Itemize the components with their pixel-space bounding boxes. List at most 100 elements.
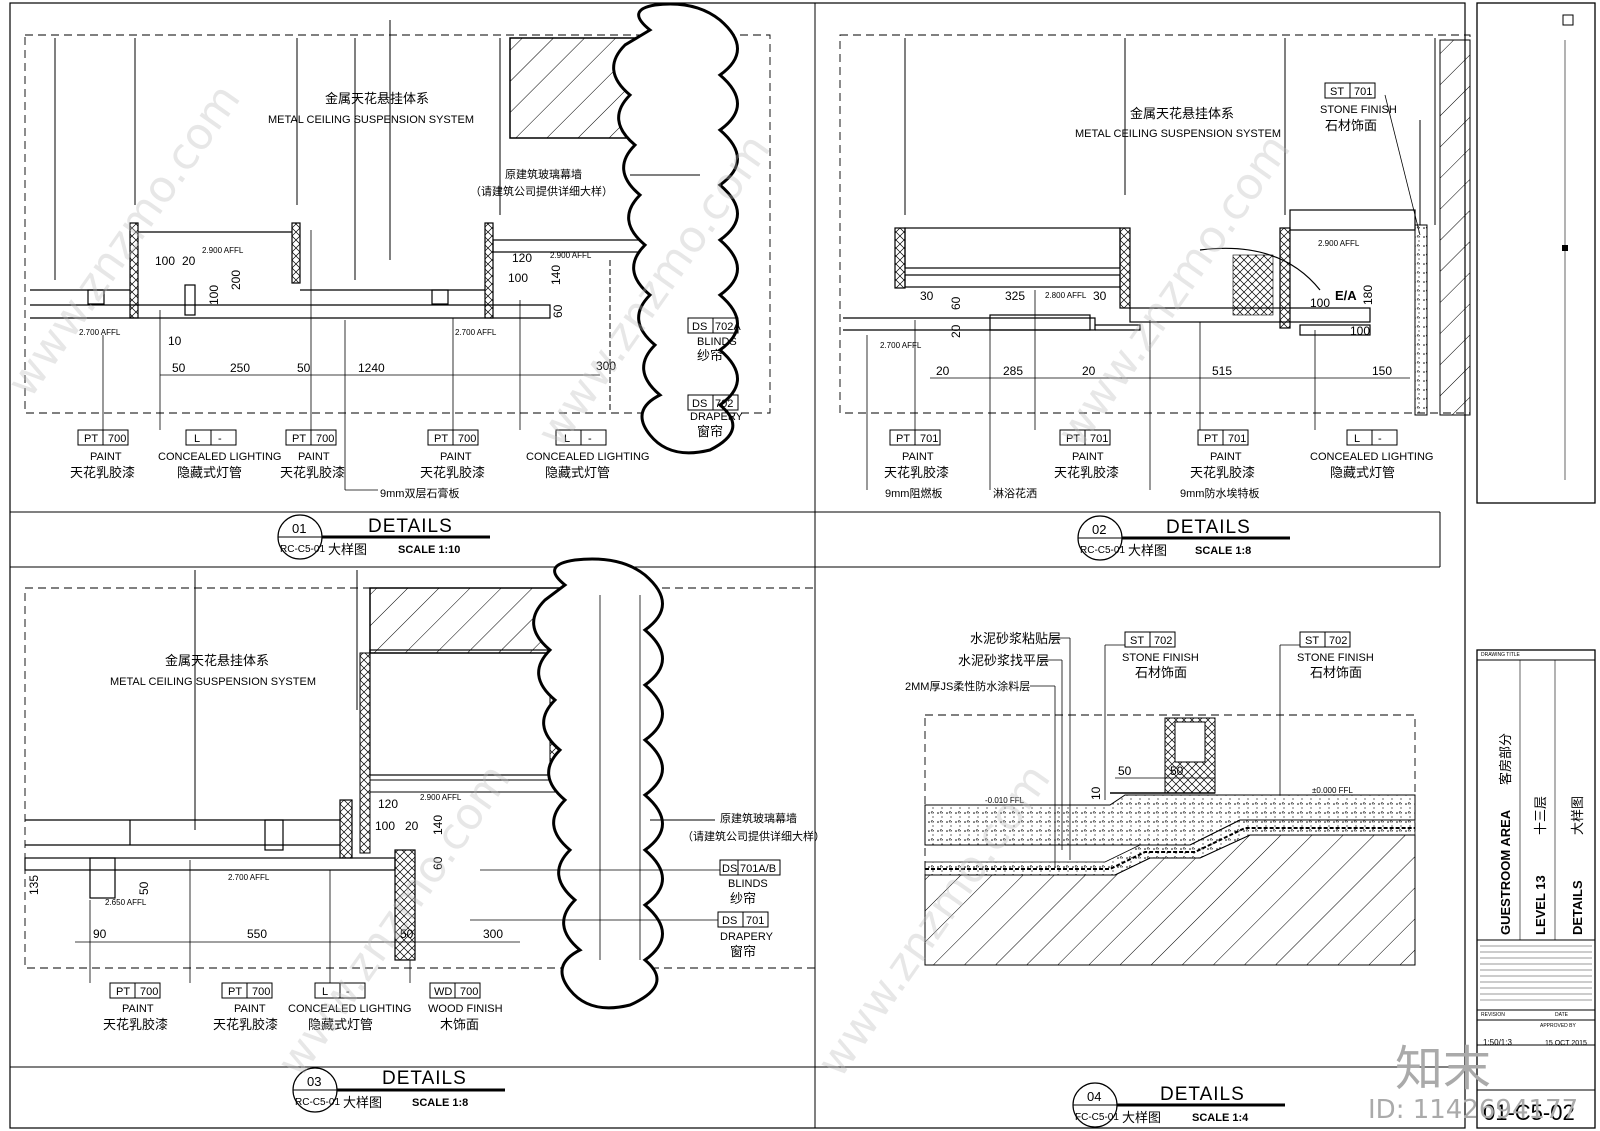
drawing-title-label: DRAWING TITLE xyxy=(1481,652,1521,658)
tag-01-3-code: PT xyxy=(292,433,306,445)
tag-03-2-code: PT xyxy=(228,986,242,998)
dim-01-n: 300 xyxy=(596,359,616,373)
wet-board-02: 9mm防水埃特板 xyxy=(1180,486,1259,500)
wood-en-03: WOOD FINISH xyxy=(428,1003,503,1015)
tag-03-3-num: - xyxy=(346,986,350,998)
blinds-cn-03: 纱帘 xyxy=(730,891,756,906)
dim-03-i: 550 xyxy=(247,927,267,941)
dim-01-d: 200 xyxy=(229,270,243,290)
level-cn: 十三层 xyxy=(1533,796,1548,835)
dim-03-k: 300 xyxy=(483,927,503,941)
dim-02-e: 20 xyxy=(949,324,963,338)
curtain-cloud-03 xyxy=(532,557,664,1010)
ds-03-2-code: DS xyxy=(722,915,737,927)
dim-03-f: 135 xyxy=(27,875,41,895)
tags-01 xyxy=(77,317,739,446)
dim-02-c: 325 xyxy=(1005,289,1025,303)
ds-01-1-num: 702A xyxy=(715,321,741,333)
lighting-cn-01a: 隐藏式灯管 xyxy=(177,465,242,480)
tag-03-1-code: PT xyxy=(116,986,130,998)
title-04-num: 04 xyxy=(1087,1089,1101,1104)
dim-01-h: 1240 xyxy=(358,361,385,375)
date-value: 15 OCT 2015 xyxy=(1545,1040,1587,1047)
watermark-id: ID: 1142694177 xyxy=(1368,1095,1578,1125)
title-en: DETAILS xyxy=(1570,880,1585,935)
dim-03-a: 120 xyxy=(378,797,398,811)
stone-cn-04a: 石材饰面 xyxy=(1135,665,1187,680)
revision-label: REVISION xyxy=(1481,1012,1505,1018)
blinds-en-01: BLINDS xyxy=(697,336,737,348)
suspension-cn-03: 金属天花悬挂体系 xyxy=(165,653,269,668)
level-03-b: 2.700 AFFL xyxy=(228,873,270,882)
suspension-en-01: METAL CEILING SUSPENSION SYSTEM xyxy=(268,114,474,126)
dim-03-g: 50 xyxy=(137,881,151,895)
layer3-04: 2MM厚JS柔性防水涂料层 xyxy=(905,679,1030,693)
paint-en-01c: PAINT xyxy=(440,451,472,463)
dim-02-l: 150 xyxy=(1372,364,1392,378)
tag-02-2-code: PT xyxy=(1066,433,1080,445)
lighting-en-02: CONCEALED LIGHTING xyxy=(1310,451,1433,463)
title-03-scale: SCALE 1:8 xyxy=(412,1097,468,1109)
level-01-b: 2.700 AFFL xyxy=(79,328,121,337)
blinds-cn-01: 纱帘 xyxy=(697,348,723,363)
st-02-code: ST xyxy=(1330,86,1344,98)
dim-03-d: 140 xyxy=(431,815,445,835)
dim-03-h: 90 xyxy=(93,927,107,941)
title-01-scale: SCALE 1:10 xyxy=(398,544,460,556)
title-02-details: DETAILS xyxy=(1166,517,1251,538)
dim-01-e: 50 xyxy=(172,361,186,375)
tag-01-5-num: - xyxy=(588,433,592,445)
detail-02: 金属天花悬挂体系 METAL CEILING SUSPENSION SYSTEM… xyxy=(839,34,1471,561)
dim-04-b: 50 xyxy=(1170,764,1184,778)
blinds-en-03: BLINDS xyxy=(728,878,768,890)
ds-03-1-num: 701A/B xyxy=(740,863,776,875)
tag-03-4-code: WD xyxy=(434,986,452,998)
title-03-cn: 大样图 xyxy=(343,1095,382,1110)
curtain-wall-1-03: 原建筑玻璃幕墙 xyxy=(720,811,797,825)
level-02-c: 2.700 AFFL xyxy=(880,341,922,350)
tag-02-3-num: 701 xyxy=(1228,433,1246,445)
dim-03-e: 60 xyxy=(431,856,445,870)
watermark-brand: 知末 xyxy=(1395,1041,1491,1097)
tag-01-1-code: PT xyxy=(84,433,98,445)
ds-03-2-num: 701 xyxy=(746,915,764,927)
paint-en-01a: PAINT xyxy=(90,451,122,463)
tag-01-4-code: PT xyxy=(434,433,448,445)
level-en: LEVEL 13 xyxy=(1533,875,1548,935)
title-cn: 大样图 xyxy=(1570,796,1585,835)
area-cn: 客房部分 xyxy=(1498,733,1513,785)
lighting-cn-02: 隐藏式灯管 xyxy=(1330,465,1395,480)
dim-02-h: 20 xyxy=(936,364,950,378)
dim-02-g: 180 xyxy=(1361,285,1375,305)
dim-02-i: 285 xyxy=(1003,364,1023,378)
paint-cn-01c: 天花乳胶漆 xyxy=(420,465,485,480)
area-en: GUESTROOM AREA xyxy=(1498,809,1513,935)
paint-en-03a: PAINT xyxy=(122,1003,154,1015)
title-01-ref: RC-C5-01 xyxy=(280,544,325,555)
dim-01-j: 100 xyxy=(508,271,528,285)
fire-board-02: 9mm阻燃板 xyxy=(885,486,942,500)
dim-03-b: 100 xyxy=(375,819,395,833)
st-04-2-code: ST xyxy=(1305,635,1319,647)
paint-en-02c: PAINT xyxy=(1210,451,1242,463)
dim-04-c: 10 xyxy=(1089,786,1103,800)
title-04-cn: 大样图 xyxy=(1122,1110,1161,1125)
title-02-num: 02 xyxy=(1092,522,1106,537)
title-02-ref: RC-C5-01 xyxy=(1080,545,1125,556)
drapery-cn-01: 窗帘 xyxy=(697,424,723,439)
title-04-details: DETAILS xyxy=(1160,1084,1245,1105)
paint-en-01b: PAINT xyxy=(298,451,330,463)
st-04-2-num: 702 xyxy=(1329,635,1347,647)
st-02-num: 701 xyxy=(1354,86,1372,98)
st-04-1-num: 702 xyxy=(1154,635,1172,647)
level-01-a: 2.900 AFFL xyxy=(202,246,244,255)
ds-01-1-code: DS xyxy=(692,321,707,333)
dim-03-j: 50 xyxy=(400,927,414,941)
paint-cn-02a: 天花乳胶漆 xyxy=(884,465,949,480)
tag-02-1-code: PT xyxy=(896,433,910,445)
paint-en-02a: PAINT xyxy=(902,451,934,463)
level-01-c: 2.900 AFFL xyxy=(550,251,592,260)
curtain-wall-2-01: （请建筑公司提供详细大样） xyxy=(470,184,613,198)
shower-02: 淋浴花洒 xyxy=(993,487,1037,500)
lighting-cn-03: 隐藏式灯管 xyxy=(308,1017,373,1032)
